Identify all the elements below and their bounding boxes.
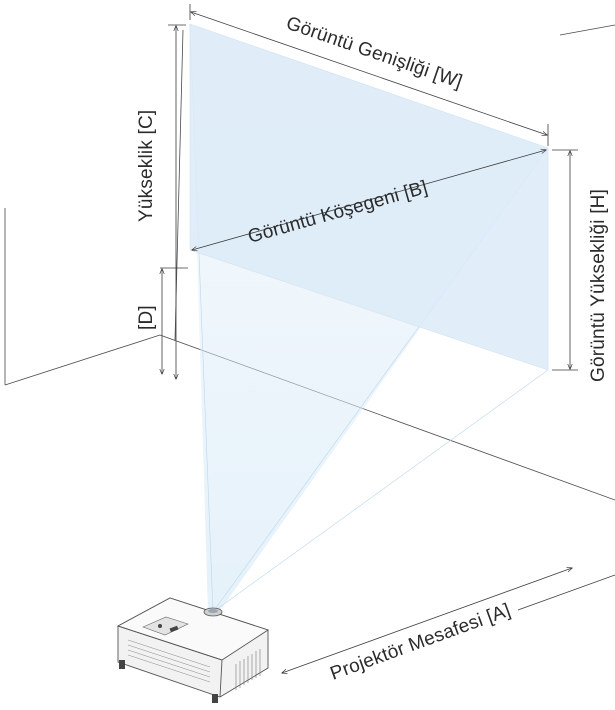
projector-foot-right [212,694,218,703]
projector [116,597,270,703]
projector-front-edge [117,625,223,698]
floor-left-edge [4,334,161,386]
height-c-label: Yükseklik [C] [136,110,157,222]
width-arrow [191,12,547,135]
projector-front-grille [127,639,211,683]
height-h-dimension: Görüntü Yüksekliği [H] [552,149,609,382]
ceiling-edge [559,24,615,36]
height-c-dimension: Yükseklik [C] [136,24,186,379]
projector-control-panel [142,616,189,636]
projector-distance-label: Projektör Mesafesi [A] [328,600,514,685]
distance-dimension: Projektör Mesafesi [A] [282,568,615,685]
distance-ext-far [517,574,615,611]
height-d-label: [D] [136,305,157,330]
projector-foot-left [119,660,125,669]
brand-logo-icon [169,625,179,633]
projector-vents [235,649,261,690]
lens-glass [208,609,218,613]
diagonal-arrow [192,150,546,250]
beam-edge-lower [212,369,549,613]
image-height-label: Görüntü Yüksekliği [H] [588,189,609,382]
distance-arrow [282,568,572,673]
height-d-dimension: [D] [136,267,188,374]
power-button-icon [158,624,162,628]
